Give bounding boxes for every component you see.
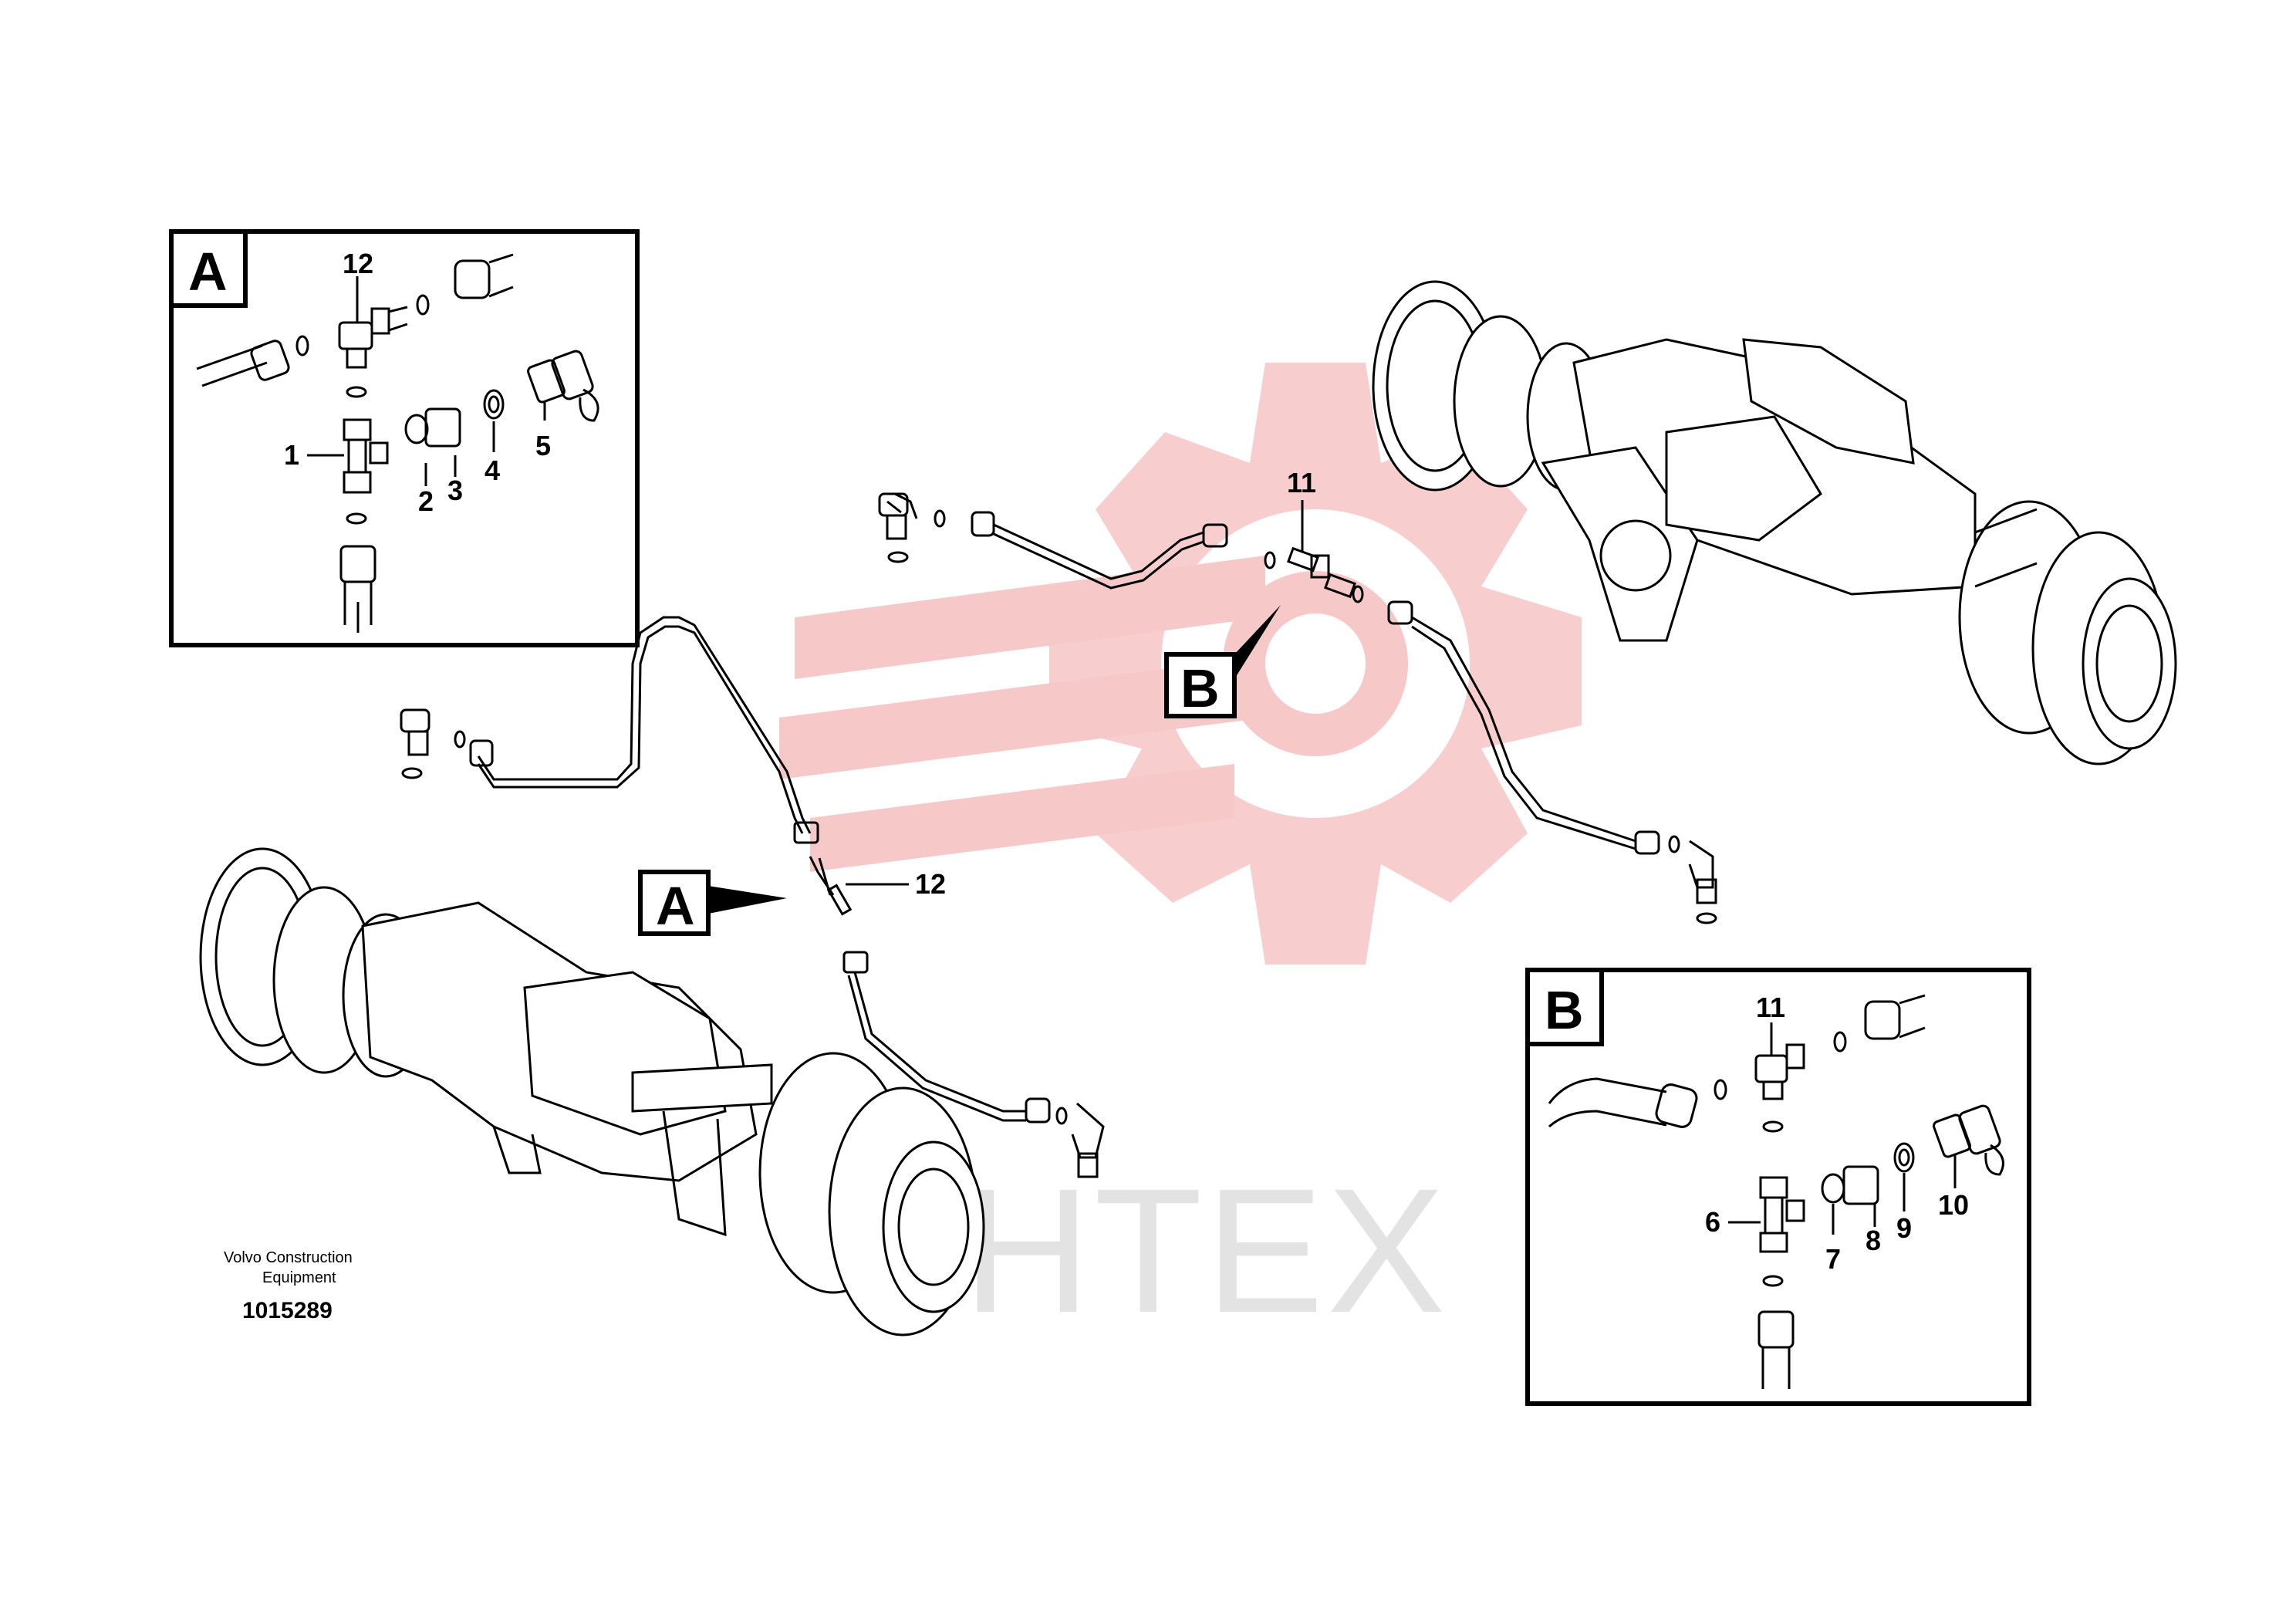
detail-b-drawing xyxy=(1548,994,2004,1389)
detail-box-b: B xyxy=(1525,968,2031,1406)
watermark-logo: IHTEX xyxy=(779,363,1582,1350)
credit-line-1: Volvo Construction xyxy=(224,1249,353,1266)
callout-a: A xyxy=(638,870,787,936)
part-label-8: 8 xyxy=(1866,1225,1881,1256)
detail-box-a-tag xyxy=(169,229,248,308)
part-label-5: 5 xyxy=(535,430,551,461)
callout-b: B xyxy=(1164,605,1281,718)
brake-pipe-b xyxy=(878,492,1717,924)
detail-box-a: A xyxy=(169,229,640,647)
part-label-4: 4 xyxy=(485,454,500,486)
rear-axle-drawing xyxy=(1372,280,2177,765)
part-label-12-a: 12 xyxy=(343,248,373,279)
brake-pipe-a xyxy=(400,616,1105,1178)
part-label-1: 1 xyxy=(284,439,299,471)
watermark-text: IHTEX xyxy=(910,1151,1448,1350)
detail-b-leaders xyxy=(1728,1022,1957,1235)
detail-box-a-letter: A xyxy=(188,242,228,302)
detail-box-b-tag xyxy=(1525,968,1604,1046)
detail-box-b-letter: B xyxy=(1545,980,1584,1040)
document-number: 1015289 xyxy=(242,1298,333,1323)
part-label-2: 2 xyxy=(418,485,434,517)
callout-b-letter: B xyxy=(1180,658,1220,718)
part-label-3: 3 xyxy=(447,475,463,506)
part-label-6: 6 xyxy=(1705,1206,1720,1238)
detail-a-leaders xyxy=(307,276,546,486)
part-label-7: 7 xyxy=(1825,1243,1841,1275)
credit-line-2: Equipment xyxy=(262,1269,336,1286)
part-label-11-b: 11 xyxy=(1756,992,1785,1023)
part-label-10: 10 xyxy=(1938,1189,1969,1221)
callout-a-letter: A xyxy=(656,876,695,936)
part-label-11-main: 11 xyxy=(1287,467,1316,498)
front-axle-drawing xyxy=(199,847,985,1336)
part-label-12-main: 12 xyxy=(915,868,946,900)
part-label-9: 9 xyxy=(1896,1212,1912,1244)
watermark-stripes xyxy=(779,556,1265,872)
detail-a-drawing xyxy=(196,253,599,633)
